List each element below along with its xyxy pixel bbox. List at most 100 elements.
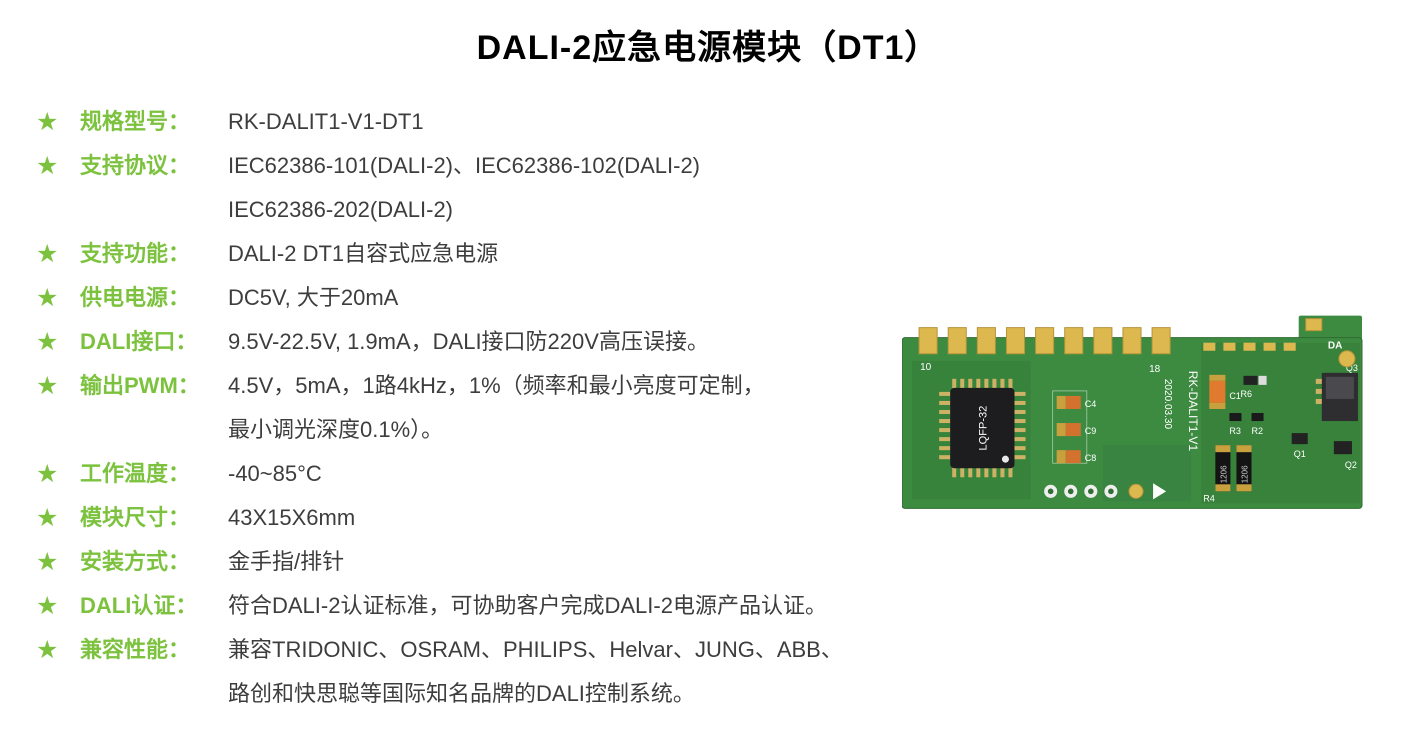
spec-value-line: 路创和快思聪等国际知名品牌的DALI控制系统。: [228, 681, 695, 706]
pcb-pin-label-18: 18: [1149, 364, 1161, 375]
cap-pad: [1056, 450, 1066, 464]
chip-body: [950, 387, 1015, 469]
qfp-chip: LQFP-32: [939, 378, 1026, 478]
pad: [1209, 374, 1226, 381]
q2-body: [1333, 441, 1352, 455]
resistor-body: [1258, 375, 1267, 385]
spec-label: 兼容性能：: [80, 637, 191, 662]
label-r6: R6: [1240, 389, 1252, 399]
spec-value: -40~85°C: [228, 452, 322, 496]
chip-pins: [939, 378, 1026, 478]
spec-value: IEC62386-101(DALI-2)、IEC62386-102(DALI-2…: [228, 144, 700, 232]
hole-row: [1044, 483, 1167, 500]
part-1206: [1236, 445, 1252, 492]
label-1206-a: 1206: [1219, 465, 1228, 483]
star-icon: ★: [36, 504, 59, 532]
label-q1: Q1: [1294, 449, 1306, 459]
cap-label-c8: C8: [1085, 453, 1097, 463]
pcb-board-name: RK-DALIT1-V1: [1186, 371, 1200, 452]
cap-label-c4: C4: [1085, 399, 1097, 409]
spec-value: 符合DALI-2认证标准，可协助客户完成DALI-2电源产品认证。: [228, 584, 827, 628]
spec-value: 4.5V，5mA，1路4kHz，1%（频率和最小亮度可定制，最小调光深度0.1%…: [228, 364, 765, 452]
spec-value: 金手指/排针: [228, 540, 344, 584]
spec-label: 工作温度：: [80, 461, 191, 486]
gold-pad: [1263, 342, 1276, 351]
spec-value: 9.5V-22.5V, 1.9mA，DALI接口防220V高压误接。: [228, 320, 709, 364]
pad: [1315, 398, 1324, 404]
spec-value-line: DC5V, 大于20mA: [228, 285, 399, 310]
spec-value-line: -40~85°C: [228, 461, 322, 486]
spec-row: ★ 模块尺寸： 43X15X6mm: [36, 496, 906, 540]
spec-label: 供电电源：: [80, 285, 191, 310]
label-q3: Q3: [1346, 363, 1358, 373]
cap-c1-body: [1209, 380, 1226, 403]
spec-label: 输出PWM：: [80, 373, 200, 398]
spec-value-line: 符合DALI-2认证标准，可协助客户完成DALI-2电源产品认证。: [228, 593, 827, 618]
label-r4: R4: [1203, 493, 1215, 503]
pad: [1236, 445, 1252, 453]
pad: [1315, 378, 1324, 384]
spec-row: ★ 安装方式： 金手指/排针: [36, 540, 906, 584]
pcb-pin-label-10: 10: [920, 362, 932, 373]
page-title: DALI-2应急电源模块（DT1）: [476, 29, 940, 67]
chip-label: LQFP-32: [977, 406, 989, 451]
spec-value-line: 兼容TRIDONIC、OSRAM、PHILIPS、Helvar、JUNG、ABB…: [228, 637, 843, 662]
star-icon: ★: [36, 152, 59, 180]
triangle-marker: [1153, 483, 1167, 500]
label-r3: R3: [1229, 426, 1241, 436]
spec-label: 支持功能：: [80, 241, 191, 266]
star-icon: ★: [36, 636, 59, 664]
spec-row: ★ 工作温度： -40~85°C: [36, 452, 906, 496]
spec-row: ★ 输出PWM： 4.5V，5mA，1路4kHz，1%（频率和最小亮度可定制，最…: [36, 364, 906, 452]
gold-hole: [1128, 483, 1144, 499]
part-1206: [1215, 445, 1231, 492]
spec-label: 安装方式：: [80, 549, 191, 574]
cap-label-c9: C9: [1085, 426, 1097, 436]
da-gold-hole: [1338, 350, 1356, 368]
spec-value: 兼容TRIDONIC、OSRAM、PHILIPS、Helvar、JUNG、ABB…: [228, 628, 843, 716]
q1-body: [1291, 433, 1308, 445]
pcb-photo-svg: 10 18 LQFP-32 C4 C9 C8: [901, 315, 1363, 509]
label-r2: R2: [1252, 426, 1264, 436]
spec-value: DALI-2 DT1自容式应急电源: [228, 232, 498, 276]
resistor-body: [1243, 375, 1258, 385]
star-icon: ★: [36, 372, 59, 400]
cap-pad: [1056, 395, 1066, 409]
resistor-body: [1251, 413, 1264, 422]
spec-value-line: 43X15X6mm: [228, 505, 356, 530]
spec-row: ★ 支持协议： IEC62386-101(DALI-2)、IEC62386-10…: [36, 144, 906, 232]
pcb-date-code: 2020.03.30: [1162, 379, 1173, 430]
spec-value-line: IEC62386-101(DALI-2)、IEC62386-102(DALI-2…: [228, 153, 701, 178]
cap-body: [1065, 395, 1081, 409]
star-icon: ★: [36, 240, 59, 268]
q3-tab: [1325, 376, 1354, 399]
da-pad-group: DA: [1305, 318, 1356, 368]
spec-value: DC5V, 大于20mA: [228, 276, 398, 320]
label-da: DA: [1328, 341, 1343, 352]
gold-pad: [1223, 342, 1236, 351]
right-component-cluster: C1 R6 R3 R2 Q3 Q1 Q2 1206: [1203, 342, 1358, 503]
gold-pad: [1243, 342, 1256, 351]
star-icon: ★: [36, 592, 59, 620]
pcb-texture: [1102, 445, 1192, 502]
spec-label: 模块尺寸：: [80, 505, 191, 530]
pad: [1236, 484, 1252, 492]
star-icon: ★: [36, 548, 59, 576]
resistor-body: [1229, 413, 1242, 422]
spec-value-line: IEC62386-202(DALI-2): [228, 197, 454, 222]
label-c1: C1: [1229, 391, 1241, 401]
spec-row: ★ DALI接口： 9.5V-22.5V, 1.9mA，DALI接口防220V高…: [36, 320, 906, 364]
gold-pad: [1283, 342, 1296, 351]
spec-label: 规格型号：: [80, 109, 191, 134]
spec-value-line: RK-DALIT1-V1-DT1: [228, 109, 424, 134]
pad: [1315, 388, 1324, 394]
star-icon: ★: [36, 460, 59, 488]
pad: [1209, 402, 1226, 409]
cap-body: [1065, 423, 1081, 437]
spec-value-line: 4.5V，5mA，1路4kHz，1%（频率和最小亮度可定制，: [228, 373, 765, 398]
spec-value-line: 9.5V-22.5V, 1.9mA，DALI接口防220V高压误接。: [228, 329, 709, 354]
pad: [1215, 445, 1231, 453]
spec-value: RK-DALIT1-V1-DT1: [228, 100, 424, 144]
pad: [1215, 484, 1231, 492]
spec-value: 43X15X6mm: [228, 496, 355, 540]
